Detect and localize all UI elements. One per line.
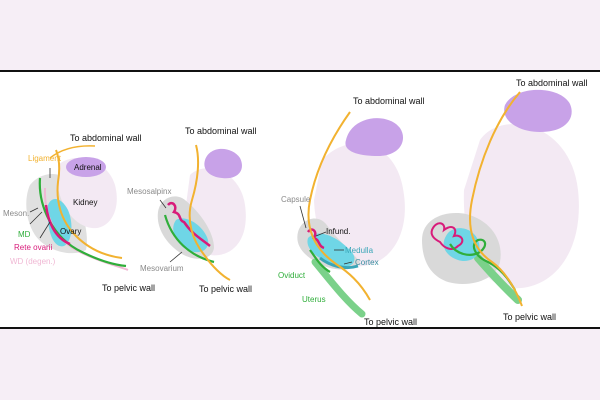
stage1-to-abdominal-wall: To abdominal wall: [70, 133, 142, 143]
stage3-capsule-pointer: [299, 205, 307, 229]
stage4-ligament: [469, 91, 523, 307]
stage1-kidney: [58, 157, 117, 229]
stage3-medulla-label: Medulla: [345, 246, 374, 255]
stage1-ovary-label: Ovary: [60, 227, 81, 236]
stage2-ligament: [188, 144, 231, 281]
stage4-adrenal: [504, 89, 572, 132]
stage3-uterus-label: Uterus: [302, 295, 326, 304]
stage1-md-pointer: [29, 211, 43, 225]
stage1-rete-pointer: [39, 221, 51, 239]
stage2-to-pelvic-wall: To pelvic wall: [199, 284, 252, 294]
stage-3: To abdominal wall Capsule Infund. Medull…: [278, 96, 425, 327]
stage1-meson-pointer: [29, 207, 39, 213]
stage-1: To abdominal wall Ligament Adrenal Kidne…: [3, 133, 155, 293]
stage1-md-label: MD: [18, 230, 31, 239]
stage4-oviduct: [449, 238, 516, 291]
stage3-uterus-band: [311, 258, 366, 318]
stage4-uterus-band: [474, 254, 522, 304]
stage1-rete-ovarii-label: Rete ovarii: [14, 243, 52, 252]
stage1-meson-label: Meson.: [3, 209, 29, 218]
stage1-ligament-top: [49, 145, 96, 159]
stage3-cortex-label: Cortex: [355, 258, 379, 267]
stage4-to-pelvic-wall: To pelvic wall: [503, 312, 556, 322]
stage2-mesovarium-label: Mesovarium: [140, 264, 184, 273]
stage1-ligament: [55, 149, 123, 259]
stage2-mesovarium-pointer: [169, 251, 183, 263]
stage1-ligament-label: Ligament: [28, 154, 62, 163]
stage3-cortex-pointer: [343, 261, 353, 265]
stage1-adrenal-label: Adrenal: [74, 163, 102, 172]
stage3-oviduct-label: Oviduct: [278, 271, 306, 280]
stage4-to-abdominal-wall: To abdominal wall: [516, 78, 588, 88]
stage2-adrenal: [204, 148, 242, 179]
stage1-to-pelvic-wall: To pelvic wall: [102, 283, 155, 293]
stage-2: To abdominal wall Mesosalpinx Mesovarium…: [127, 126, 257, 294]
stage3-to-abdominal-wall: To abdominal wall: [353, 96, 425, 106]
stage3-to-pelvic-wall: To pelvic wall: [364, 317, 417, 327]
stage3-infund-pointer: [315, 231, 327, 237]
stage1-ovary: [47, 198, 72, 247]
stage2-mesosalpinx-label: Mesosalpinx: [127, 187, 171, 196]
stage3-capsule-label: Capsule: [281, 195, 311, 204]
stage1-rete-ovarii: [44, 204, 71, 246]
stage2-mesosalpinx-pointer: [159, 199, 167, 209]
stage4-rete-ovarii: [430, 222, 464, 250]
stage3-cortex: [319, 256, 359, 270]
stage2-rete-ovarii: [167, 201, 211, 247]
stage3-infund-label: Infund.: [326, 227, 350, 236]
stage3-oviduct: [309, 249, 331, 273]
stage1-wd-label: WD (degen.): [10, 257, 56, 266]
stage3-ligament: [307, 111, 371, 301]
stage1-kidney-label: Kidney: [73, 198, 97, 207]
stage1-md-duct: [38, 177, 127, 268]
stage3-adrenal: [345, 118, 404, 156]
stage1-adrenal: [66, 157, 106, 177]
stage-4: To abdominal wall To pelvic wall: [422, 78, 588, 322]
stage3-kidney: [314, 143, 405, 267]
stage2-to-abdominal-wall: To abdominal wall: [185, 126, 257, 136]
